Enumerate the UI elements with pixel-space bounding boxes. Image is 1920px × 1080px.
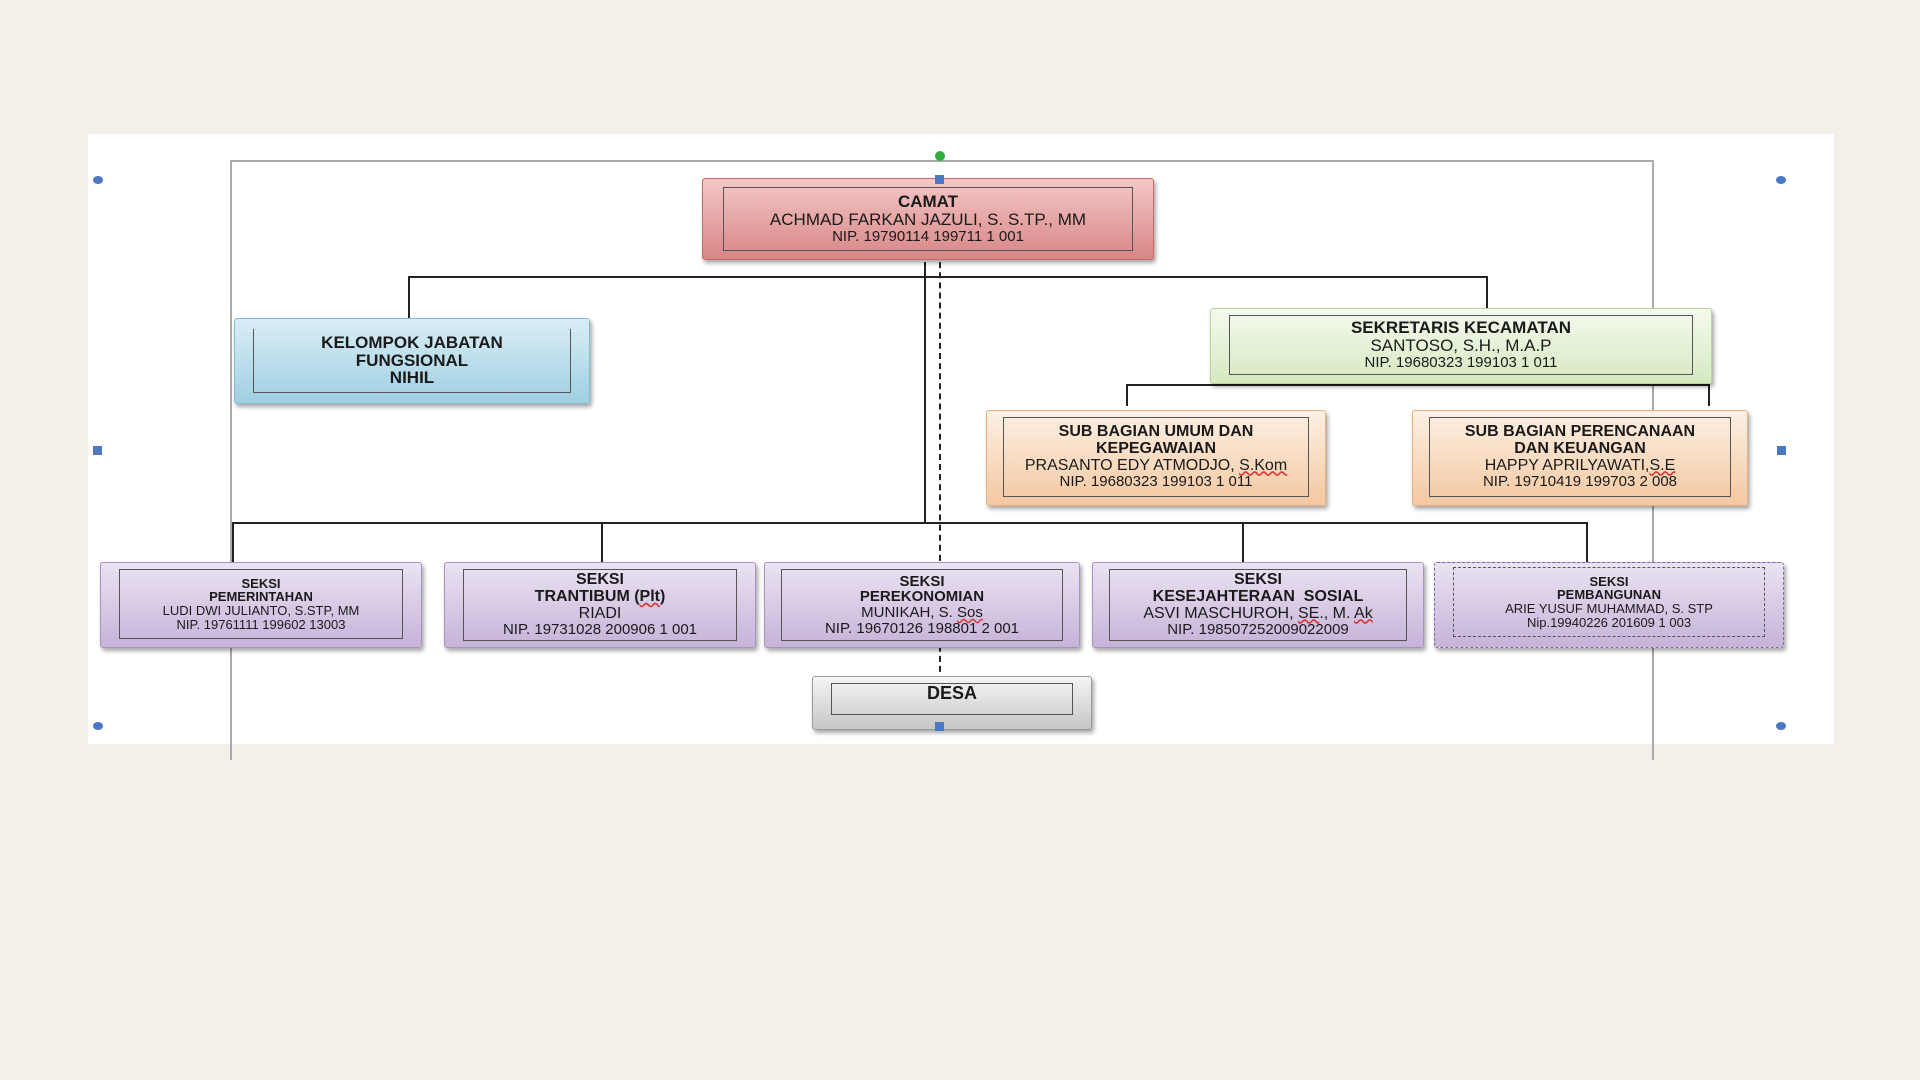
seksi-kesejahteraan-name-mid: ., M.	[1319, 604, 1355, 622]
kelompok-line3: NIHIL	[389, 368, 435, 388]
seksi-trantibum-line2-text: TRANTIBUM (	[534, 587, 640, 605]
seksi-trantibum-nip: NIP. 19731028 200906 1 001	[502, 621, 698, 639]
connector-camat-down	[924, 262, 926, 522]
sub-umum-name-text: PRASANTO EDY ATMODJO,	[1024, 456, 1240, 474]
sub-perencanaan-inner: SUB BAGIAN PERENCANAAN DAN KEUANGAN HAPP…	[1429, 417, 1731, 497]
resize-handle-bottom-right-icon[interactable]	[1776, 722, 1786, 730]
seksi-trantibum-inner: SEKSI TRANTIBUM (Plt) RIADI NIP. 1973102…	[463, 569, 737, 641]
sub-bagian-umum-box[interactable]: SUB BAGIAN UMUM DAN KEPEGAWAIAN PRASANTO…	[986, 410, 1326, 506]
seksi-kesejahteraan-inner: SEKSI KESEJAHTERAAN SOSIAL ASVI MASCHURO…	[1109, 569, 1407, 641]
resize-handle-middle-right-icon[interactable]	[1777, 446, 1786, 455]
rotation-handle-icon[interactable]	[935, 151, 945, 161]
seksi-pemerintahan-nip: NIP. 19761111 199602 13003	[176, 616, 346, 632]
sub-umum-name-mark: S.Kom	[1239, 456, 1288, 474]
connector-subbagian-horizontal	[1126, 384, 1710, 386]
seksi-kesejahteraan-line1: SEKSI	[1233, 570, 1282, 588]
sekretaris-title: SEKRETARIS KECAMATAN	[1350, 318, 1572, 338]
desa-title: DESA	[926, 683, 977, 703]
seksi-trantibum-line2-mark: Plt	[639, 587, 660, 605]
kelompok-line2: FUNGSIONAL	[355, 350, 469, 370]
connector-dashed-desa	[939, 242, 941, 682]
seksi-pembangunan-line2: PEMBANGUNAN	[1557, 587, 1661, 603]
connector-to-seksi-1	[232, 522, 234, 562]
seksi-pembangunan-name: ARIE YUSUF MUHAMMAD, S. STP	[1505, 601, 1713, 616]
camat-nip: NIP. 19790114 199711 1 001	[832, 227, 1024, 245]
seksi-pembangunan-inner: SEKSI PEMBANGUNAN ARIE YUSUF MUHAMMAD, S…	[1453, 567, 1765, 637]
resize-handle-bottom-center-icon[interactable]	[935, 722, 944, 731]
seksi-perekonomian-box[interactable]: SEKSI PEREKONOMIAN MUNIKAH, S. Sos NIP. …	[764, 562, 1080, 648]
camat-box[interactable]: CAMAT ACHMAD FARKAN JAZULI, S. S.TP., MM…	[702, 178, 1154, 260]
seksi-kesejahteraan-name-text: ASVI MASCHUROH,	[1143, 604, 1298, 622]
seksi-kesejahteraan-nip: NIP. 198507252009022009	[1167, 621, 1349, 639]
seksi-pemerintahan-line2: PEMERINTAHAN	[209, 589, 313, 605]
sekretaris-box[interactable]: SEKRETARIS KECAMATAN SANTOSO, S.H., M.A.…	[1210, 308, 1712, 384]
camat-name: ACHMAD FARKAN JAZULI, S. S.TP., MM	[769, 210, 1087, 230]
sub-perencanaan-name: HAPPY APRILYAWATI,S.E	[1484, 456, 1676, 475]
sub-umum-nip: NIP. 19680323 199103 1 011	[1059, 473, 1253, 491]
sub-perencanaan-name-text: HAPPY APRILYAWATI,	[1484, 456, 1650, 474]
sub-perencanaan-line2: DAN KEUANGAN	[1514, 439, 1646, 457]
resize-handle-middle-left-icon[interactable]	[93, 446, 102, 455]
connector-to-kelompok	[408, 276, 410, 318]
seksi-perekonomian-line2: PEREKONOMIAN	[859, 588, 985, 606]
kelompok-line1: KELOMPOK JABATAN	[321, 332, 503, 352]
seksi-kesejahteraan-name: ASVI MASCHUROH, SE., M. Ak	[1143, 604, 1373, 623]
seksi-pemerintahan-name: LUDI DWI JULIANTO, S.STP, MM	[162, 603, 360, 618]
connector-to-seksi-4	[1242, 522, 1244, 562]
seksi-pembangunan-box[interactable]: SEKSI PEMBANGUNAN ARIE YUSUF MUHAMMAD, S…	[1434, 562, 1784, 648]
seksi-kesejahteraan-name-mark2: Ak	[1354, 604, 1373, 622]
seksi-pemerintahan-line1: SEKSI	[241, 575, 281, 591]
seksi-pembangunan-nip: Nip.19940226 201609 1 003	[1526, 614, 1692, 630]
seksi-trantibum-line2-close: )	[660, 587, 666, 605]
seksi-kesejahteraan-line2: KESEJAHTERAAN SOSIAL	[1152, 587, 1364, 605]
sekretaris-nip: NIP. 19680323 199103 1 011	[1364, 353, 1558, 371]
seksi-perekonomian-inner: SEKSI PEREKONOMIAN MUNIKAH, S. Sos NIP. …	[781, 569, 1063, 641]
seksi-perekonomian-name: MUNIKAH, S. Sos	[861, 605, 983, 621]
sub-bagian-perencanaan-box[interactable]: SUB BAGIAN PERENCANAAN DAN KEUANGAN HAPP…	[1412, 410, 1748, 506]
seksi-pemerintahan-box[interactable]: SEKSI PEMERINTAHAN LUDI DWI JULIANTO, S.…	[100, 562, 422, 648]
seksi-perekonomian-name-text: MUNIKAH, S.	[861, 604, 957, 621]
sub-umum-line1: SUB BAGIAN UMUM DAN	[1058, 422, 1254, 440]
connector-to-sub-umum	[1126, 384, 1128, 406]
connector-to-seksi-2	[601, 522, 603, 562]
sub-perencanaan-name-mark: S.E	[1649, 456, 1676, 474]
seksi-pembangunan-line1: SEKSI	[1589, 573, 1629, 589]
seksi-pemerintahan-inner: SEKSI PEMERINTAHAN LUDI DWI JULIANTO, S.…	[119, 569, 403, 639]
kelompok-jabatan-box[interactable]: KELOMPOK JABATAN FUNGSIONAL NIHIL	[234, 318, 590, 404]
resize-handle-bottom-left-icon[interactable]	[93, 722, 103, 730]
sub-umum-line2: KEPEGAWAIAN	[1095, 439, 1216, 457]
resize-handle-top-left-icon[interactable]	[93, 176, 103, 184]
connector-seksi-horizontal	[232, 522, 1588, 524]
seksi-kesejahteraan-box[interactable]: SEKSI KESEJAHTERAAN SOSIAL ASVI MASCHURO…	[1092, 562, 1424, 648]
connector-to-seksi-5	[1586, 522, 1588, 562]
seksi-trantibum-line2: TRANTIBUM (Plt)	[534, 587, 666, 606]
connector-to-sekretaris	[1486, 276, 1488, 308]
sekretaris-name: SANTOSO, S.H., M.A.P	[1370, 336, 1552, 356]
connector-to-sub-perencanaan	[1708, 384, 1710, 406]
sub-perencanaan-nip: NIP. 19710419 199703 2 008	[1482, 473, 1678, 491]
seksi-perekonomian-line1: SEKSI	[899, 572, 945, 590]
sekretaris-inner: SEKRETARIS KECAMATAN SANTOSO, S.H., M.A.…	[1229, 315, 1693, 375]
seksi-trantibum-line1: SEKSI	[575, 570, 624, 588]
sub-umum-inner: SUB BAGIAN UMUM DAN KEPEGAWAIAN PRASANTO…	[1003, 417, 1309, 497]
seksi-perekonomian-nip: NIP. 19670126 198801 2 001	[824, 619, 1020, 637]
seksi-kesejahteraan-name-mark: SE	[1298, 604, 1320, 622]
seksi-trantibum-box[interactable]: SEKSI TRANTIBUM (Plt) RIADI NIP. 1973102…	[444, 562, 756, 648]
desa-box[interactable]: DESA	[812, 676, 1092, 730]
seksi-trantibum-name: RIADI	[578, 604, 622, 622]
sub-perencanaan-line1: SUB BAGIAN PERENCANAAN	[1464, 422, 1696, 440]
resize-handle-top-center-icon[interactable]	[935, 175, 944, 184]
org-chart-canvas[interactable]: CAMAT ACHMAD FARKAN JAZULI, S. S.TP., MM…	[88, 134, 1834, 760]
desa-inner: DESA	[831, 683, 1073, 715]
camat-inner: CAMAT ACHMAD FARKAN JAZULI, S. S.TP., MM…	[723, 187, 1133, 251]
seksi-perekonomian-name-mark: Sos	[957, 604, 983, 621]
sub-umum-name: PRASANTO EDY ATMODJO, S.Kom	[1024, 456, 1288, 475]
resize-handle-top-right-icon[interactable]	[1776, 176, 1786, 184]
connector-top-horizontal	[408, 276, 1488, 278]
camat-title: CAMAT	[897, 192, 959, 212]
kelompok-inner: KELOMPOK JABATAN FUNGSIONAL NIHIL	[253, 329, 571, 393]
